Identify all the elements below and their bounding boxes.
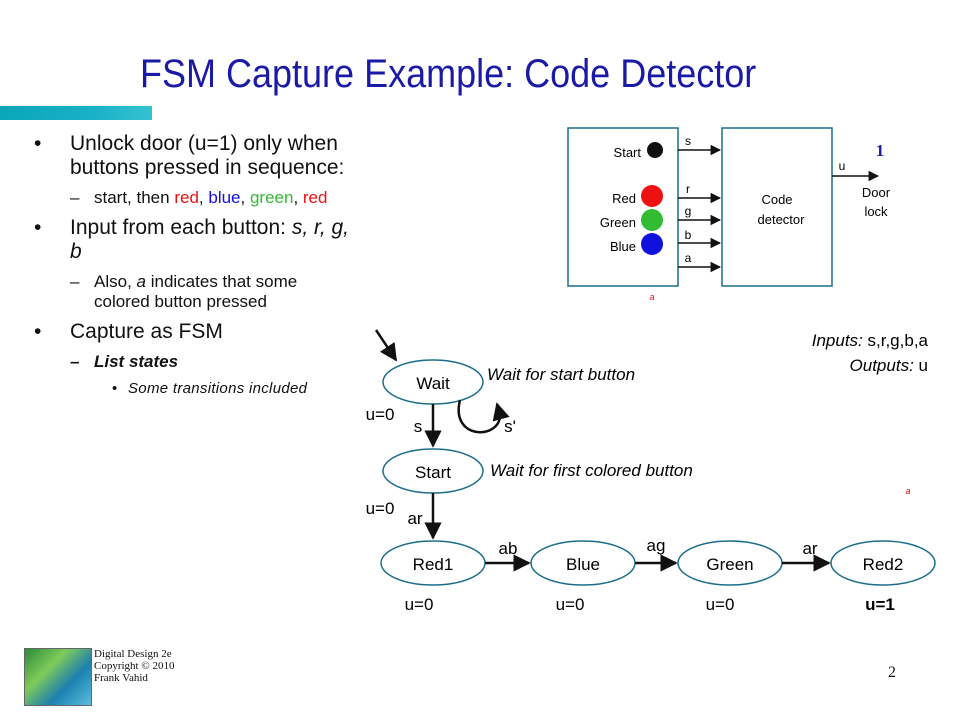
footer-line-1: Digital Design 2e	[94, 648, 172, 660]
signal-b-label: b	[685, 228, 692, 242]
book-logo	[24, 648, 92, 706]
slide-title: FSM Capture Example: Code Detector	[140, 52, 757, 96]
green-label: Green	[600, 215, 636, 230]
signal-a-label: a	[685, 251, 692, 265]
transition-label-ar1: ar	[407, 509, 422, 528]
title-accent-bar	[0, 106, 152, 120]
footer-line-2: Copyright © 2010	[94, 660, 175, 672]
state-red2	[830, 540, 936, 586]
wait-output: u=0	[366, 405, 395, 424]
detector-label-2: detector	[758, 212, 806, 227]
bullet-capture: Capture as FSM	[30, 320, 350, 344]
transition-label-ag: ag	[647, 536, 666, 555]
red-button	[641, 185, 663, 207]
bullet-list: Unlock door (u=1) only when buttons pres…	[30, 132, 350, 404]
signal-r-label: r	[686, 182, 690, 196]
inputs-line: Inputs: s,r,g,b,a	[812, 331, 929, 350]
blue-button	[641, 233, 663, 255]
start-label: Start	[614, 145, 642, 160]
small-a-marker-1: a	[649, 292, 654, 302]
state-red2-label: Red2	[863, 555, 904, 574]
footer-credits: Digital Design 2e Copyright © 2010 Frank…	[94, 648, 174, 684]
bullet-transitions: Some transitions included	[30, 380, 350, 398]
bullet-list-states: List states	[30, 352, 350, 372]
transition-wait-self	[457, 399, 510, 434]
signal-s-label: s	[685, 134, 691, 148]
state-blue-label: Blue	[566, 555, 600, 574]
transition-label-s: s	[414, 417, 423, 436]
bullet-inputs: Input from each button: s, r, g, b	[30, 216, 350, 264]
state-red1-label: Red1	[413, 555, 454, 574]
red2-output: u=1	[865, 595, 895, 614]
bullet-unlock: Unlock door (u=1) only when buttons pres…	[30, 132, 350, 180]
green-button	[641, 209, 663, 231]
blue-output: u=0	[556, 595, 585, 614]
signal-g-label: g	[685, 204, 692, 218]
footer-line-3: Frank Vahid	[94, 672, 148, 684]
initial-arrow	[374, 329, 398, 362]
transition-label-ar2: ar	[802, 539, 817, 558]
output-u-label: u	[839, 159, 846, 173]
red-label: Red	[612, 191, 636, 206]
detector-label-1: Code	[761, 192, 792, 207]
start-button	[647, 142, 663, 158]
door-label-2: lock	[864, 204, 888, 219]
door-label-1: Door	[862, 185, 891, 200]
transition-label-ab: ab	[499, 539, 518, 558]
state-green-label: Green	[706, 555, 753, 574]
small-a-marker-2: a	[905, 486, 910, 496]
state-start-label: Start	[415, 463, 451, 482]
transition-label-s-not: s'	[504, 417, 516, 436]
blue-label: Blue	[610, 239, 636, 254]
state-wait-label: Wait	[416, 374, 450, 393]
red1-output: u=0	[405, 595, 434, 614]
start-note: Wait for first colored button	[490, 461, 693, 480]
start-output: u=0	[366, 499, 395, 518]
wait-note: Wait for start button	[487, 365, 635, 384]
io-note: Inputs: s,r,g,b,a Outputs: u	[812, 331, 929, 375]
code-detector-box	[721, 127, 833, 287]
bullet-sequence: start, then red, blue, green, red	[30, 188, 350, 208]
output-value: 1	[876, 141, 885, 160]
bullet-a-signal: Also, a indicates that some colored butt…	[30, 272, 350, 312]
page-number: 2	[888, 664, 896, 681]
block-diagram: Start Red Green Blue s r g b a Code dete…	[567, 127, 891, 302]
fsm-diagram: Wait Start Red1 Blue Green Red2 s s' ar …	[366, 329, 936, 614]
green-output: u=0	[706, 595, 735, 614]
outputs-line: Outputs: u	[850, 356, 928, 375]
